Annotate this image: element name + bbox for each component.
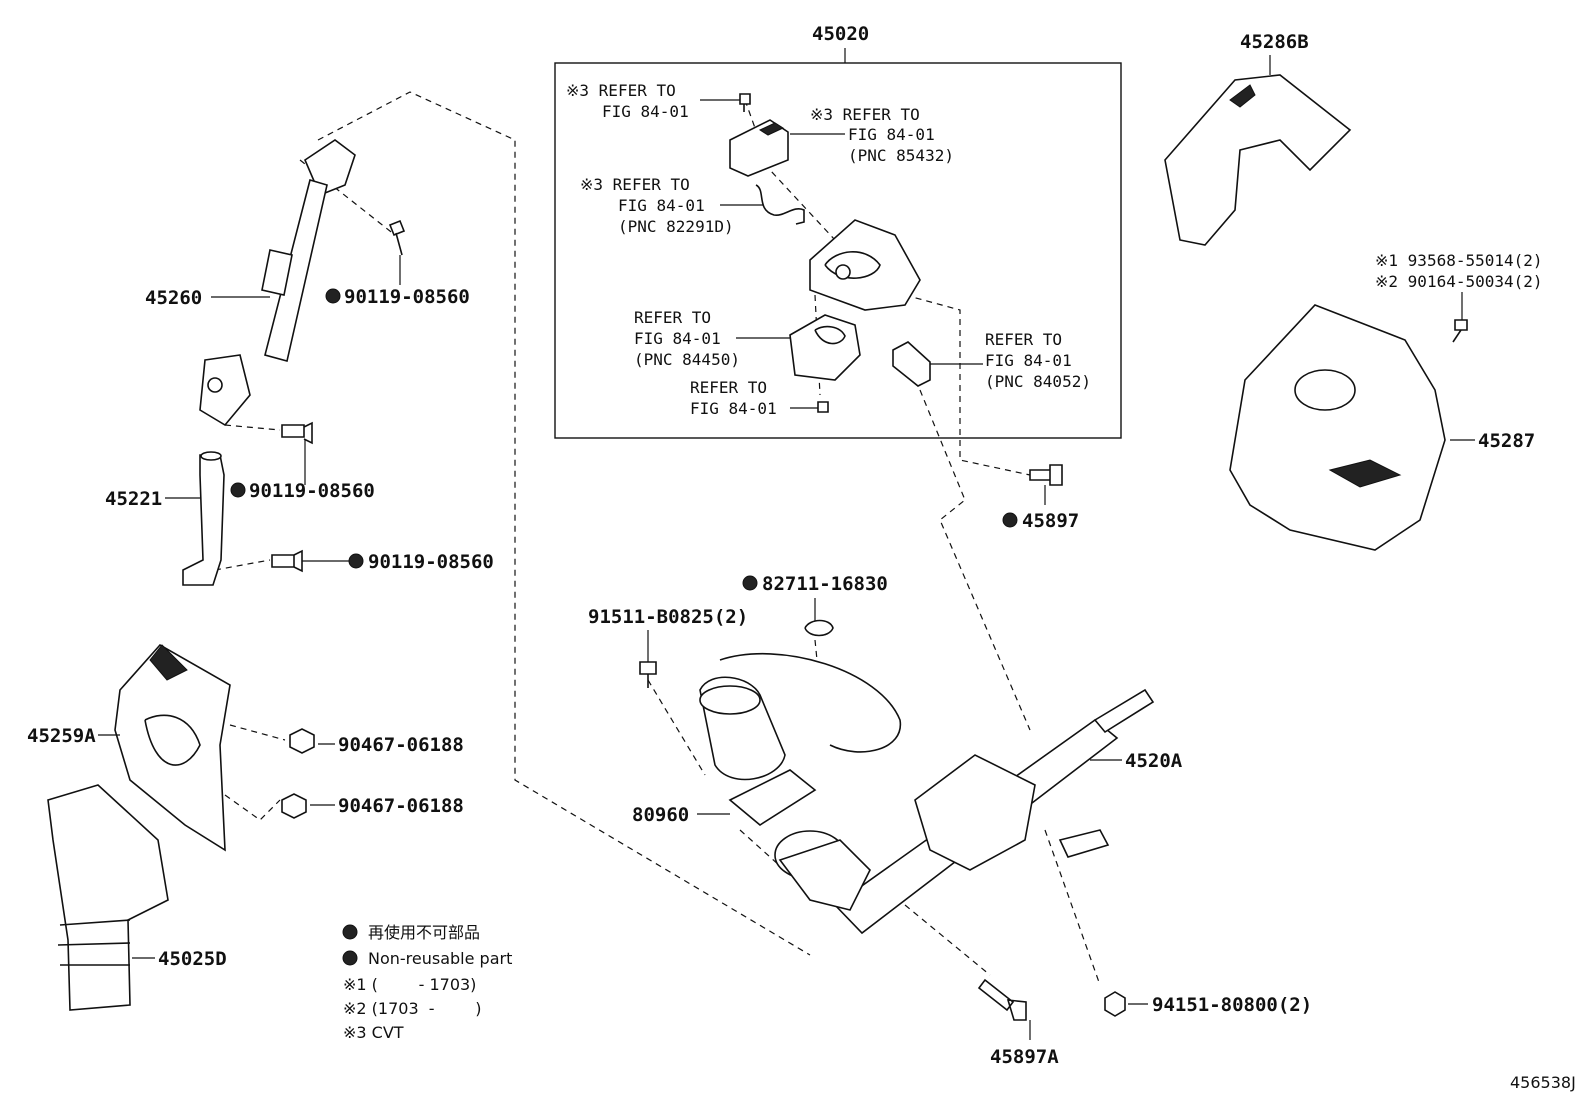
label-90467-a[interactable]: 90467-06188 bbox=[338, 734, 464, 756]
svg-text:※3 REFER TO: ※3 REFER TO bbox=[810, 105, 920, 124]
bolt-90119-b-icon bbox=[281, 421, 313, 445]
label-45287[interactable]: 45287 bbox=[1478, 430, 1535, 452]
intermediate-shaft-45260-icon bbox=[199, 139, 356, 427]
steering-column-4520a-icon bbox=[774, 688, 1155, 935]
svg-text:FIG 84-01: FIG 84-01 bbox=[602, 102, 689, 121]
clip-90467-b-icon bbox=[281, 793, 307, 819]
label-4520a[interactable]: 4520A bbox=[1125, 750, 1183, 772]
svg-text:(PNC 84450): (PNC 84450) bbox=[634, 350, 740, 369]
label-90119-a[interactable]: 90119-08560 bbox=[344, 286, 470, 308]
switch-84052-icon bbox=[892, 341, 931, 387]
legend-note-3: ※3 CVT bbox=[343, 1023, 404, 1042]
non-reusable-dot-c bbox=[348, 553, 364, 569]
key-cylinder-84450-icon bbox=[789, 314, 861, 381]
label-91511[interactable]: 91511-B0825(2) bbox=[588, 606, 748, 628]
bolt-90119-a-icon bbox=[388, 219, 406, 256]
label-45897a[interactable]: 45897A bbox=[990, 1046, 1059, 1068]
svg-text:REFER TO: REFER TO bbox=[634, 308, 711, 327]
non-reusable-dot-45897 bbox=[1002, 512, 1018, 528]
label-90467-b[interactable]: 90467-06188 bbox=[338, 795, 464, 817]
upper-column-cover-45286b-icon bbox=[1164, 74, 1352, 246]
svg-text:FIG 84-01: FIG 84-01 bbox=[848, 125, 935, 144]
label-80960[interactable]: 80960 bbox=[632, 804, 689, 826]
bolt-91511-icon bbox=[639, 661, 657, 688]
label-45260[interactable]: 45260 bbox=[145, 287, 202, 309]
non-reusable-dot-82711 bbox=[742, 575, 758, 591]
svg-text:※3 REFER TO: ※3 REFER TO bbox=[566, 81, 676, 100]
label-94151[interactable]: 94151-80800(2) bbox=[1152, 994, 1312, 1016]
legend-note-2: ※2 (1703 - ) bbox=[343, 999, 482, 1018]
bolt-90119-c-icon bbox=[271, 549, 303, 573]
label-45897[interactable]: 45897 bbox=[1022, 510, 1079, 532]
label-45025d[interactable]: 45025D bbox=[158, 948, 227, 970]
clip-90467-a-icon bbox=[289, 728, 315, 754]
svg-text:FIG 84-01: FIG 84-01 bbox=[985, 351, 1072, 370]
label-45020[interactable]: 45020 bbox=[812, 23, 869, 45]
label-82711[interactable]: 82711-16830 bbox=[762, 573, 888, 595]
note-fig-84-01-screw[interactable]: ※3 REFER TO FIG 84-01 bbox=[566, 81, 740, 121]
screw-icon bbox=[739, 93, 751, 112]
label-90119-b[interactable]: 90119-08560 bbox=[249, 480, 375, 502]
clamp-82711-icon bbox=[804, 619, 834, 637]
column-hole-cover-45259a-icon bbox=[114, 643, 231, 852]
nut-94151-icon bbox=[1104, 991, 1126, 1017]
legend-note-1: ※1 ( - 1703) bbox=[343, 975, 476, 994]
svg-text:(PNC 84052): (PNC 84052) bbox=[985, 372, 1091, 391]
legend-dot-2 bbox=[342, 950, 358, 966]
svg-text:(PNC 82291D): (PNC 82291D) bbox=[618, 217, 734, 236]
note-fig-84-01-pnc-84052[interactable]: REFER TO FIG 84-01 (PNC 84052) bbox=[930, 330, 1091, 391]
non-reusable-dot-b bbox=[230, 482, 246, 498]
svg-text:REFER TO: REFER TO bbox=[985, 330, 1062, 349]
legend-en: Non-reusable part bbox=[368, 949, 512, 968]
assembly-guide-lines bbox=[214, 91, 1101, 986]
legend-jp: 再使用不可部品 bbox=[368, 923, 480, 942]
legend: 再使用不可部品 Non-reusable part ※1 ( - 1703) ※… bbox=[342, 923, 512, 1042]
ignition-housing-icon bbox=[809, 219, 921, 311]
non-reusable-dot-a bbox=[325, 288, 341, 304]
screw-small-icon bbox=[817, 401, 829, 413]
label-45259a[interactable]: 45259A bbox=[27, 725, 96, 747]
svg-text:FIG 84-01: FIG 84-01 bbox=[618, 196, 705, 215]
svg-text:FIG 84-01: FIG 84-01 bbox=[690, 399, 777, 418]
label-45286b[interactable]: 45286B bbox=[1240, 31, 1309, 53]
legend-dot-1 bbox=[342, 924, 358, 940]
steering-shaft-45221-icon bbox=[182, 451, 225, 586]
label-45221[interactable]: 45221 bbox=[105, 488, 162, 510]
svg-text:FIG 84-01: FIG 84-01 bbox=[634, 329, 721, 348]
note-fig-84-01-pnc-84450[interactable]: REFER TO FIG 84-01 (PNC 84450) bbox=[634, 308, 790, 369]
assist-motor-80960-icon bbox=[699, 652, 901, 826]
assembly-box-45020 bbox=[554, 62, 1122, 439]
switch-85432-icon bbox=[729, 119, 789, 177]
figure-id: 456538J bbox=[1510, 1073, 1576, 1092]
bolt-45897-icon bbox=[1029, 464, 1063, 486]
bolt-45897a-icon bbox=[977, 978, 1027, 1021]
svg-text:REFER TO: REFER TO bbox=[690, 378, 767, 397]
screw-93568-icon bbox=[1452, 319, 1468, 343]
wire-82291d-icon bbox=[755, 184, 805, 225]
note-fig-84-01-screw-2[interactable]: REFER TO FIG 84-01 bbox=[690, 378, 818, 418]
note-fig-84-01-pnc-85432[interactable]: ※3 REFER TO FIG 84-01 (PNC 85432) bbox=[790, 105, 954, 165]
label-93568[interactable]: ※1 93568-55014(2) bbox=[1375, 251, 1543, 270]
steering-boot-45025d-icon bbox=[47, 784, 169, 1011]
note-fig-84-01-pnc-82291d[interactable]: ※3 REFER TO FIG 84-01 (PNC 82291D) bbox=[580, 175, 768, 236]
lower-column-cover-45287-icon bbox=[1229, 304, 1446, 551]
svg-text:※3 REFER TO: ※3 REFER TO bbox=[580, 175, 690, 194]
svg-text:(PNC 85432): (PNC 85432) bbox=[848, 146, 954, 165]
label-90119-c[interactable]: 90119-08560 bbox=[368, 551, 494, 573]
label-90164[interactable]: ※2 90164-50034(2) bbox=[1375, 272, 1543, 291]
